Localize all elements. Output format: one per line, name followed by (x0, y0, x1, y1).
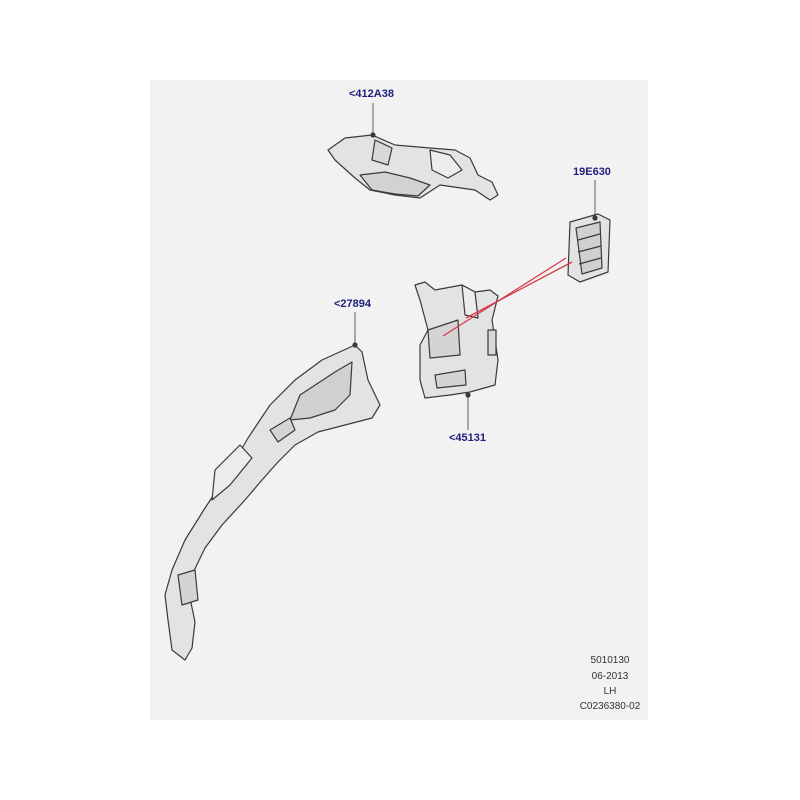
part-27894-wheel-arch (164, 342, 381, 661)
stamp-line1: 5010130 (590, 655, 630, 666)
callout-45131: <45131 (449, 432, 487, 444)
part-412a38-bracket (327, 132, 499, 201)
stamp-line2: 06-2013 (591, 671, 629, 682)
part-19e630-grille (567, 213, 611, 283)
part-45131-panel (414, 281, 499, 399)
stamp-line3: LH (603, 686, 617, 697)
callout-19e630: 19E630 (573, 166, 611, 178)
leader-lines (354, 103, 596, 430)
callout-27894: <27894 (334, 298, 372, 310)
stamp-line4: C0236380-02 (579, 701, 641, 712)
highlight-lines (442, 257, 573, 337)
callout-412a38: <412A38 (349, 88, 394, 100)
